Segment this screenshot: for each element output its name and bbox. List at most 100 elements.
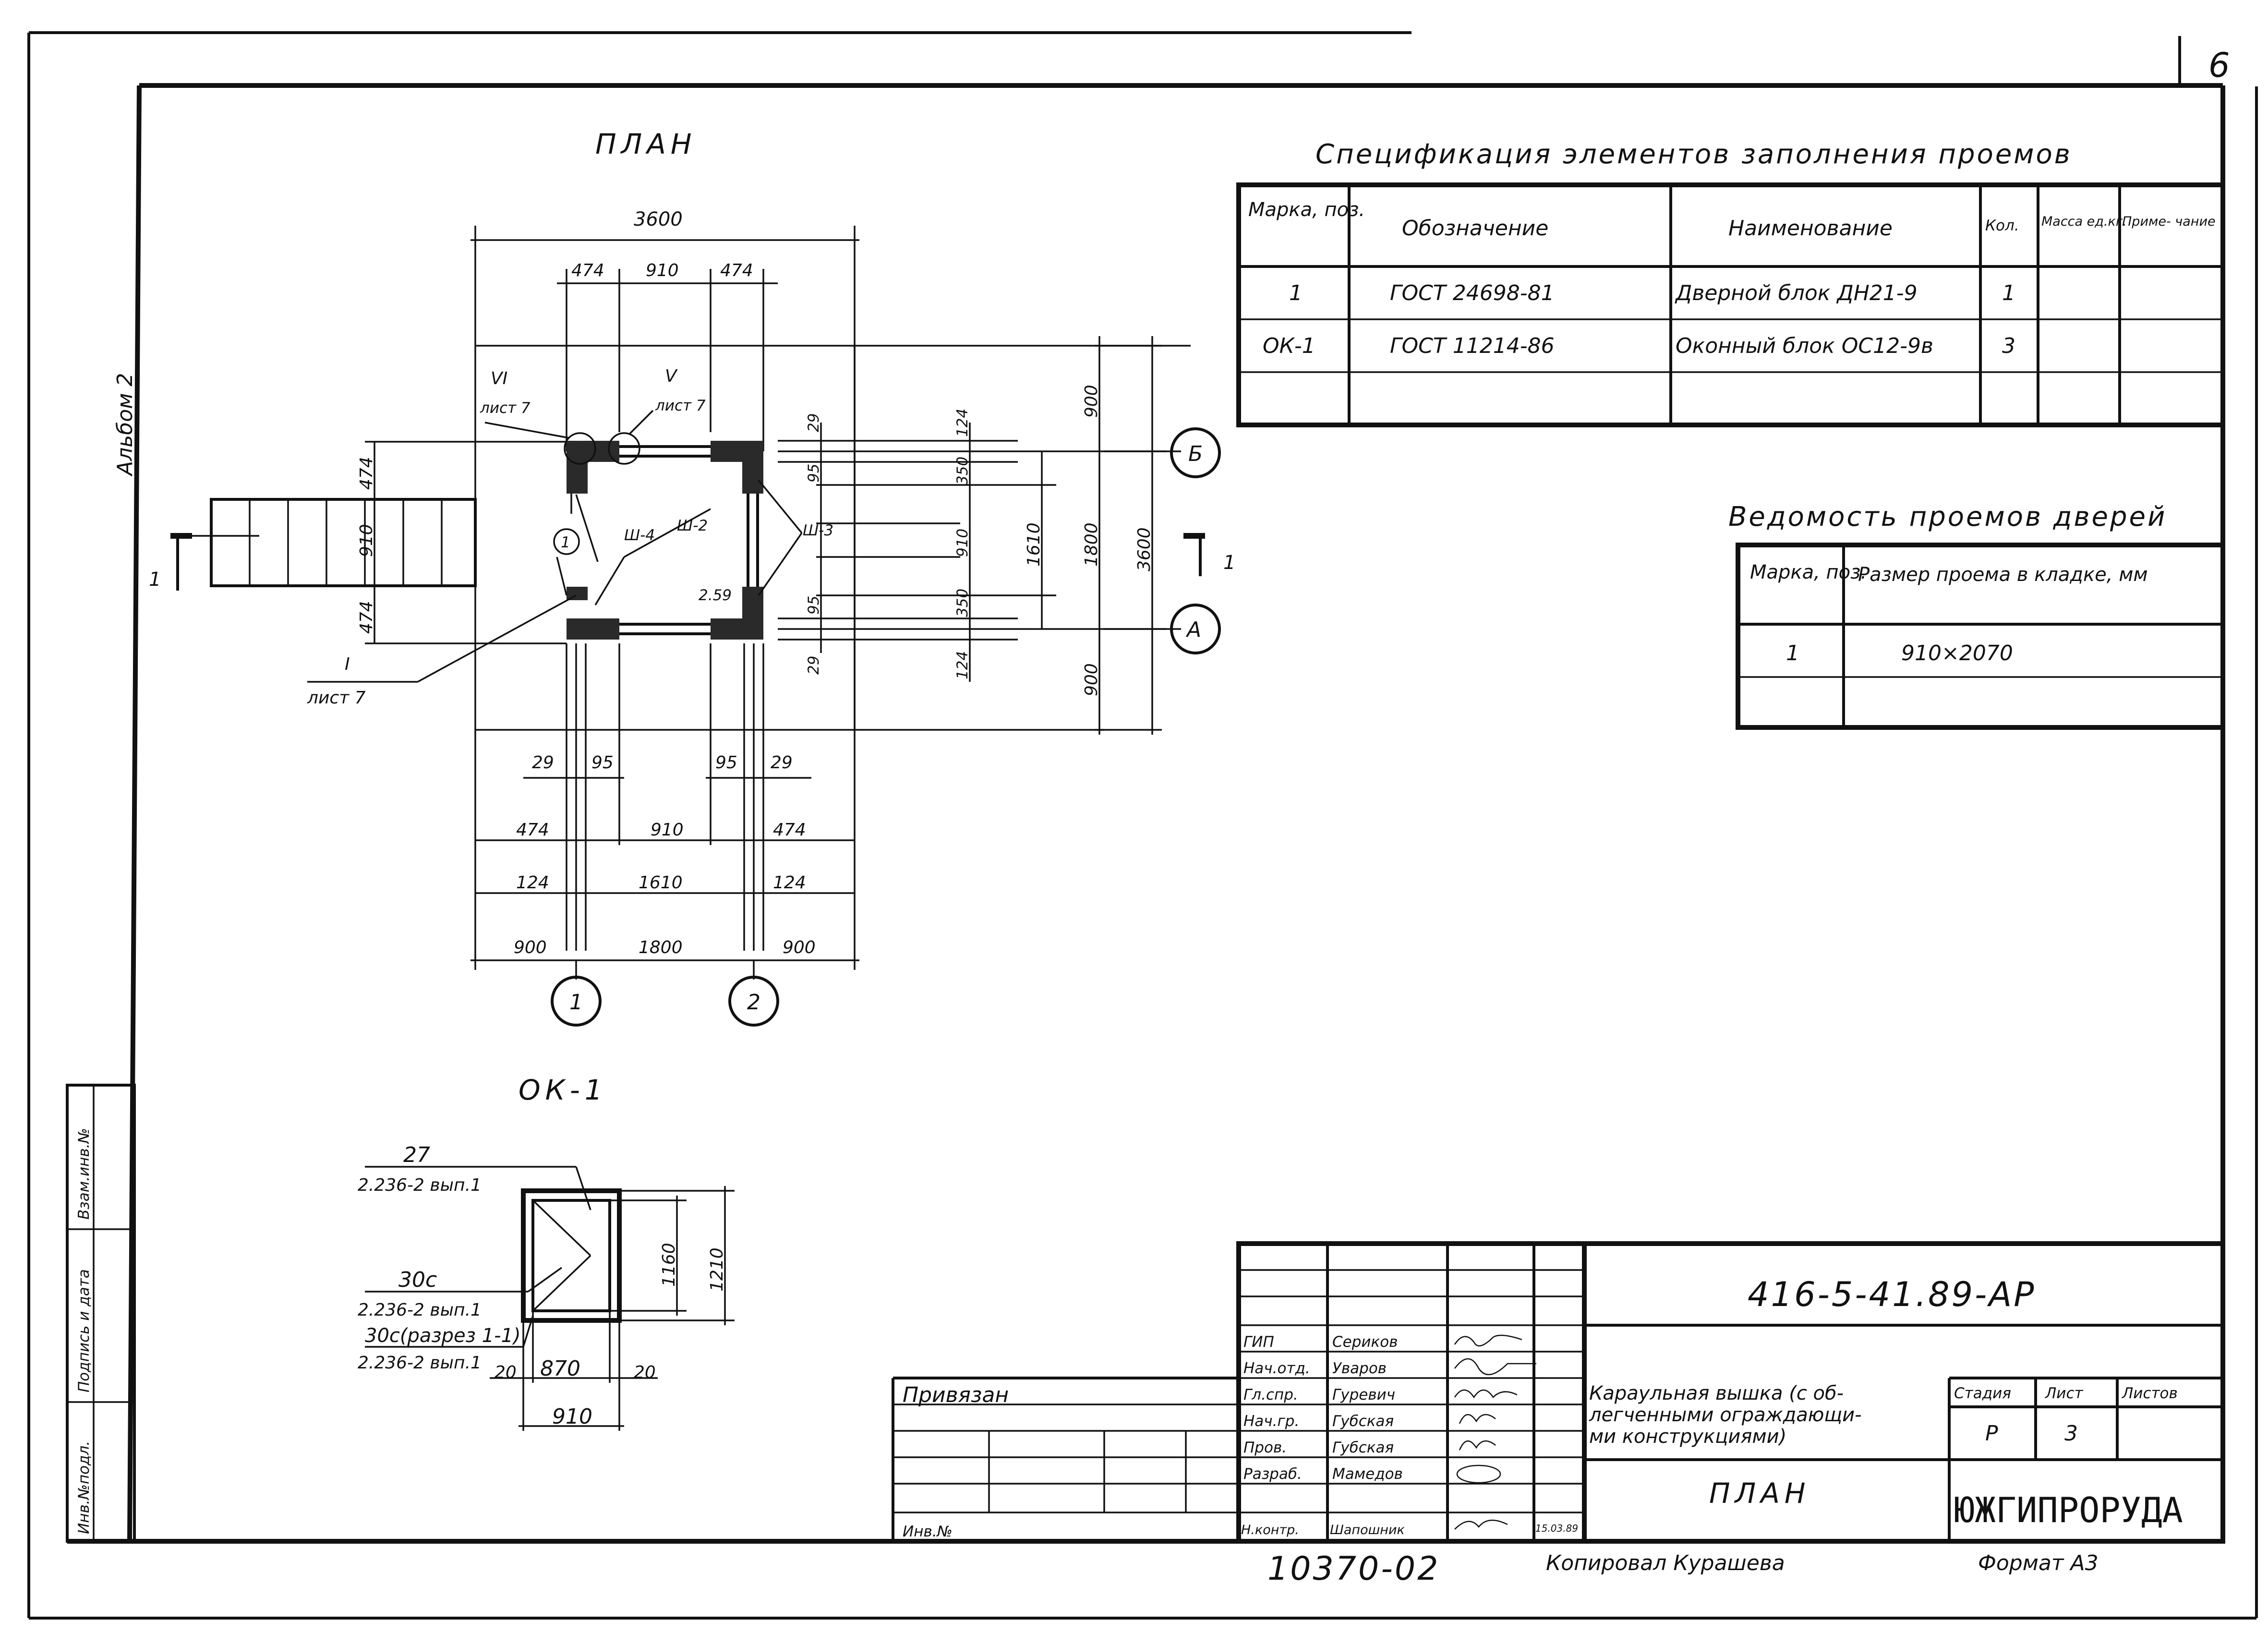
staff-name-2: Гуревич	[1332, 1386, 1395, 1403]
callout-sh2: Ш-2	[677, 517, 708, 534]
spec-row2-mark: ОК-1	[1263, 334, 1315, 358]
stage-value: Р	[1985, 1421, 1998, 1446]
spec-row1-name: Дверной блок ДН21-9	[1675, 281, 1918, 305]
spec-row2-name: Оконный блок ОС12-9в	[1676, 334, 1933, 358]
ok1-lead3-bottom: 2.236-2 вып.1	[358, 1353, 482, 1373]
spec-row1-mark: 1	[1289, 281, 1303, 305]
dim-bottom-29-left: 29	[532, 753, 554, 773]
door-table-grid	[1736, 543, 2225, 730]
dim-top-overall: 3600	[634, 208, 683, 230]
sheet-value: 3	[2064, 1421, 2078, 1446]
callout-v-sheet: лист 7	[655, 397, 706, 414]
object-line2: легченными ограждающи-	[1589, 1404, 1862, 1426]
dim-bottom-124-left: 124	[516, 873, 549, 893]
spec-header-note: Приме- чание	[2122, 214, 2216, 229]
door-row1-size: 910×2070	[1901, 641, 2013, 665]
door-header-mark: Марка, поз.	[1750, 561, 1867, 583]
object-line3: ми конструкциями)	[1589, 1426, 1786, 1448]
spec-table-grid	[1236, 182, 2225, 427]
ok1-dim-1210: 1210	[707, 1247, 727, 1292]
staff-role-0: ГИП	[1243, 1333, 1274, 1351]
dim-right-1610: 1610	[1024, 522, 1044, 567]
ok1-dim-20-right: 20	[634, 1363, 656, 1382]
object-line1: Караульная вышка (с об-	[1589, 1382, 1844, 1404]
section-mark-right	[1183, 533, 1205, 576]
ok1-dim-1160: 1160	[659, 1243, 679, 1287]
axis-2-label: 2	[747, 990, 760, 1015]
staff-role-1: Нач.отд.	[1243, 1360, 1310, 1377]
door-row1-mark: 1	[1786, 641, 1799, 665]
signature-marks	[1454, 1334, 1536, 1530]
spec-row2-qty: 3	[2002, 334, 2015, 358]
staff-name-5: Мамедов	[1332, 1465, 1403, 1483]
dim-left-middle: 910	[357, 524, 376, 557]
privyazan-label: Привязан	[903, 1383, 1009, 1407]
staff-role-3: Нач.гр.	[1243, 1413, 1299, 1430]
spec-header-designation: Обозначение	[1402, 216, 1548, 241]
dim-right-1800: 1800	[1082, 522, 1101, 567]
door-table-title: Ведомость проемов дверей	[1728, 501, 2167, 532]
footer-format: Формат А3	[1978, 1551, 2099, 1575]
dim-right-3600: 3600	[1134, 527, 1154, 571]
dim-top-right: 474	[720, 261, 753, 280]
page-number: 6	[2208, 46, 2232, 85]
dim-right-124-bottom: 124	[954, 651, 971, 679]
axis-b-label: Б	[1188, 442, 1203, 466]
callout-vi-sheet: лист 7	[480, 399, 531, 417]
spec-row1-designation: ГОСТ 24698-81	[1390, 281, 1555, 305]
staff-name-6: Шапошник	[1330, 1523, 1405, 1537]
dim-right-29-bottom: 29	[805, 656, 822, 675]
dim-left-bottom: 474	[357, 601, 376, 634]
ok1-lead3-top: 30с(разрез 1-1)	[365, 1325, 521, 1347]
axis-a-label: А	[1185, 617, 1201, 642]
dim-right-900-top: 900	[1082, 385, 1101, 418]
dim-bottom-900-left: 900	[514, 938, 547, 957]
callout-sh3: Ш-3	[803, 522, 833, 539]
dim-right-900-bottom: 900	[1082, 663, 1101, 696]
callout-level: 2.59	[699, 587, 732, 604]
plan-callouts	[307, 410, 803, 683]
spec-row1-qty: 1	[2002, 281, 2015, 305]
dim-bottom-474-left: 474	[516, 820, 549, 840]
sheet-frame	[27, 31, 2258, 1620]
spec-header-name: Наименование	[1728, 216, 1893, 241]
spec-header-mass: Масса ед.кг.	[2041, 214, 2127, 229]
album-label: Альбом 2	[113, 373, 137, 477]
stamp-signature-date: Подпись и дата	[75, 1269, 93, 1392]
title-date: 15.03.89	[1535, 1523, 1578, 1534]
plan-stair	[210, 498, 477, 587]
dim-bottom-124-right: 124	[773, 873, 806, 893]
org-logo: ЮЖГИПРОРУДА	[1954, 1490, 2183, 1530]
side-stamp	[66, 1084, 136, 1543]
footer-inv-number: 10370-02	[1267, 1550, 1440, 1588]
doc-code: 416-5-41.89-АР	[1748, 1275, 2036, 1314]
callout-i-sheet: лист 7	[307, 688, 366, 708]
staff-role-6: Н.контр.	[1241, 1523, 1299, 1537]
callout-i-num: I	[345, 654, 350, 674]
staff-name-1: Уваров	[1332, 1360, 1387, 1377]
callout-vi-num: VI	[491, 369, 507, 388]
staff-role-4: Пров.	[1243, 1439, 1287, 1456]
callout-v-num: V	[665, 366, 678, 386]
dim-top-left: 474	[571, 261, 604, 280]
door-header-size: Размер проема в кладке, мм	[1858, 564, 2148, 586]
dim-bottom-910: 910	[651, 820, 684, 840]
staff-role-5: Разраб.	[1243, 1465, 1302, 1483]
ok1-lead1-top: 27	[403, 1143, 430, 1167]
footer-copied: Копировал Курашева	[1546, 1551, 1785, 1575]
spec-table-title: Спецификация элементов заполнения проемо…	[1315, 139, 2072, 170]
dim-right-350-top: 350	[954, 457, 971, 485]
dim-bottom-95-left: 95	[591, 753, 614, 773]
staff-name-4: Губская	[1332, 1439, 1394, 1456]
dim-bottom-1610: 1610	[639, 873, 683, 893]
ok1-lead2-top: 30с	[398, 1268, 437, 1292]
dim-bottom-1800: 1800	[639, 938, 683, 957]
ok1-lead2-bottom: 2.236-2 вып.1	[358, 1300, 482, 1320]
dim-left-top: 474	[357, 457, 376, 490]
ok1-lead1-bottom: 2.236-2 вып.1	[358, 1175, 482, 1195]
section-mark-left-label: 1	[149, 568, 161, 591]
staff-name-3: Губская	[1332, 1413, 1394, 1430]
dim-right-29-top: 29	[805, 413, 822, 432]
